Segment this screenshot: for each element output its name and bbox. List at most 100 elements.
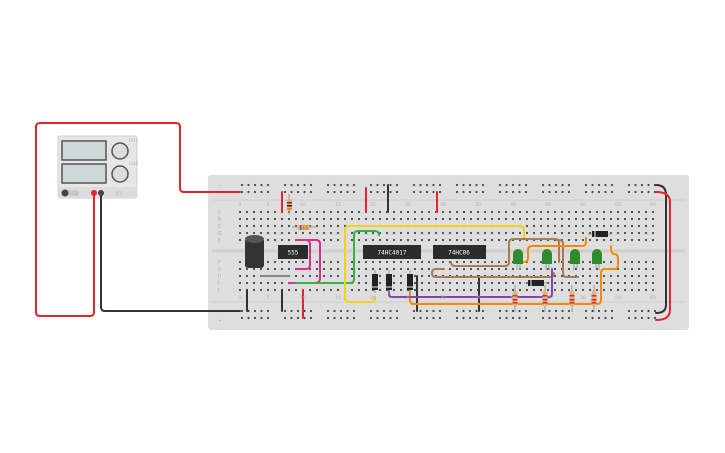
rail-hole[interactable] [653, 316, 657, 320]
hole[interactable] [630, 217, 634, 221]
hole[interactable] [497, 281, 501, 285]
hole[interactable] [413, 260, 417, 264]
hole[interactable] [448, 217, 452, 221]
hole[interactable] [420, 274, 424, 278]
rail-hole[interactable] [597, 190, 601, 194]
hole[interactable] [497, 288, 501, 292]
rail-hole[interactable] [253, 190, 257, 194]
jumper-wires[interactable] [246, 184, 671, 321]
hole[interactable] [602, 224, 606, 228]
hole[interactable] [574, 231, 578, 235]
hole[interactable] [315, 274, 319, 278]
hole[interactable] [581, 281, 585, 285]
hole[interactable] [588, 224, 592, 228]
rail-hole[interactable] [376, 183, 379, 187]
rail-hole[interactable] [627, 316, 631, 320]
hole[interactable] [637, 210, 641, 214]
hole[interactable] [301, 217, 305, 221]
hole[interactable] [413, 231, 417, 235]
rail-hole[interactable] [266, 309, 270, 313]
hole[interactable] [490, 210, 494, 214]
hole[interactable] [378, 274, 382, 278]
rail-hole[interactable] [247, 183, 250, 187]
hole[interactable] [637, 260, 641, 264]
hole[interactable] [630, 267, 634, 271]
hole[interactable] [420, 210, 424, 214]
hole[interactable] [357, 288, 361, 292]
rail-hole[interactable] [266, 190, 270, 194]
rail-hole[interactable] [326, 316, 330, 320]
hole[interactable] [560, 224, 564, 228]
hole[interactable] [245, 217, 249, 221]
hole[interactable] [504, 210, 508, 214]
hole[interactable] [651, 267, 655, 271]
rail-hole[interactable] [634, 309, 637, 313]
hole[interactable] [497, 231, 501, 235]
hole[interactable] [434, 281, 438, 285]
hole[interactable] [497, 210, 501, 214]
rail-hole[interactable] [389, 316, 392, 320]
rail-hole[interactable] [548, 190, 551, 194]
hole[interactable] [616, 231, 620, 235]
hole[interactable] [588, 281, 592, 285]
hole[interactable] [560, 288, 564, 292]
rail-hole[interactable] [369, 316, 373, 320]
current-knob[interactable] [111, 165, 129, 183]
hole[interactable] [350, 217, 354, 221]
rail-hole[interactable] [369, 309, 373, 313]
hole[interactable] [483, 281, 487, 285]
hole[interactable] [266, 288, 270, 292]
hole[interactable] [511, 231, 515, 235]
hole[interactable] [511, 217, 515, 221]
hole[interactable] [441, 288, 445, 292]
hole[interactable] [336, 260, 340, 264]
rail-hole[interactable] [395, 190, 399, 194]
hole[interactable] [441, 281, 445, 285]
rail-hole[interactable] [309, 190, 313, 194]
hole[interactable] [651, 210, 655, 214]
hole[interactable] [350, 288, 354, 292]
hole[interactable] [392, 274, 396, 278]
hole[interactable] [609, 217, 613, 221]
hole[interactable] [266, 260, 270, 264]
hole[interactable] [490, 281, 494, 285]
hole[interactable] [623, 210, 627, 214]
rail-hole[interactable] [653, 309, 657, 313]
hole[interactable] [623, 217, 627, 221]
rail-hole[interactable] [591, 309, 594, 313]
voltage-knob[interactable] [111, 142, 129, 160]
hole[interactable] [483, 217, 487, 221]
rail-hole[interactable] [468, 316, 472, 320]
hole[interactable] [616, 238, 620, 242]
rail-hole[interactable] [296, 183, 300, 187]
hole[interactable] [581, 210, 585, 214]
power-supply[interactable]: CH1 CH2 ON TCE [57, 135, 139, 199]
rail-hole[interactable] [505, 190, 508, 194]
rail-hole[interactable] [419, 309, 422, 313]
hole[interactable] [511, 288, 515, 292]
rail-hole[interactable] [352, 190, 356, 194]
hole[interactable] [245, 224, 249, 228]
hole[interactable] [623, 288, 627, 292]
rail-hole[interactable] [647, 316, 650, 320]
rail-hole[interactable] [283, 183, 287, 187]
rail-hole[interactable] [419, 190, 422, 194]
rail-hole[interactable] [548, 316, 551, 320]
rail-hole[interactable] [260, 183, 263, 187]
hole[interactable] [539, 267, 543, 271]
led-green[interactable] [542, 249, 552, 270]
hole[interactable] [553, 231, 557, 235]
hole[interactable] [532, 224, 536, 228]
hole[interactable] [273, 288, 277, 292]
hole[interactable] [427, 274, 431, 278]
rail-hole[interactable] [290, 316, 293, 320]
rail-hole[interactable] [627, 309, 631, 313]
rail-hole[interactable] [647, 309, 650, 313]
hole[interactable] [525, 288, 529, 292]
hole[interactable] [644, 260, 648, 264]
hole[interactable] [336, 224, 340, 228]
hole[interactable] [329, 210, 333, 214]
hole[interactable] [385, 267, 389, 271]
hole[interactable] [644, 217, 648, 221]
hole[interactable] [490, 238, 494, 242]
